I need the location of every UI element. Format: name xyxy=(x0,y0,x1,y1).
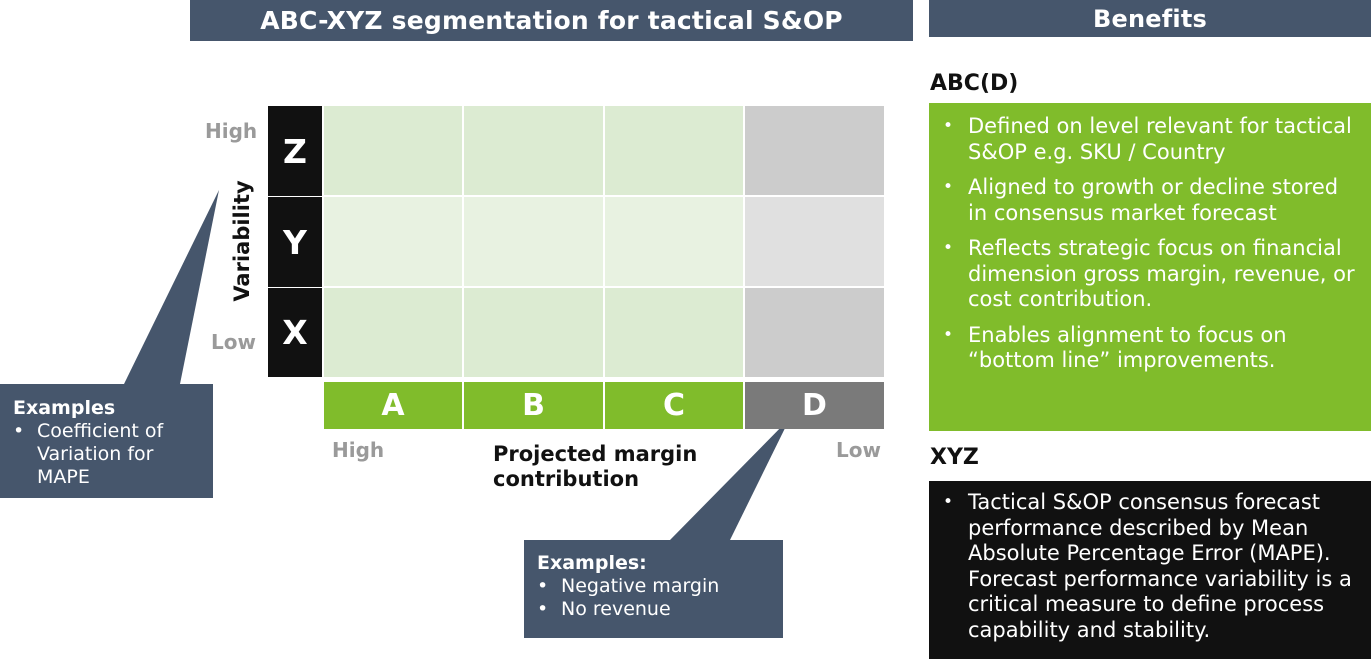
x-axis-title: Projected margin contribution xyxy=(493,442,698,491)
cell-z-d xyxy=(745,106,884,195)
callout-title: Examples: xyxy=(537,552,647,574)
y-axis-high-label: High xyxy=(205,119,258,143)
examples-callout-variability: Examples Coefficient of Variation for MA… xyxy=(0,384,213,498)
segmentation-title-banner: ABC-XYZ segmentation for tactical S&OP xyxy=(190,0,913,41)
cell-y-d xyxy=(745,197,884,286)
benefits-title: Benefits xyxy=(1093,4,1207,33)
xyz-section-label: XYZ xyxy=(930,445,979,470)
cell-x-c xyxy=(605,288,743,377)
xyz-benefit-item: Tactical S&OP consensus forecast perform… xyxy=(943,490,1359,643)
cell-z-b xyxy=(464,106,603,195)
examples-callout-low-margin: Examples: Negative margin No revenue xyxy=(524,540,783,638)
abc-section-label: ABC(D) xyxy=(930,71,1019,96)
abc-benefit-item: Aligned to growth or decline stored in c… xyxy=(943,175,1359,226)
y-axis-title: Variability xyxy=(230,180,254,302)
callout-bottom-pointer xyxy=(670,418,790,540)
column-header-d: D xyxy=(745,382,884,429)
cell-z-c xyxy=(605,106,743,195)
xyz-benefits-list: Tactical S&OP consensus forecast perform… xyxy=(943,490,1359,643)
column-header-b: B xyxy=(464,382,603,429)
row-header-z: Z xyxy=(268,106,322,196)
y-axis-low-label: Low xyxy=(211,330,256,354)
cell-y-b xyxy=(464,197,603,286)
row-header-y: Y xyxy=(268,197,322,287)
cell-x-b xyxy=(464,288,603,377)
cell-y-c xyxy=(605,197,743,286)
abc-benefits-list: Defined on level relevant for tactical S… xyxy=(943,114,1359,374)
callout-item: Negative margin xyxy=(537,575,773,598)
callout-item: No revenue xyxy=(537,598,773,621)
column-header-c: C xyxy=(605,382,743,429)
segmentation-title: ABC-XYZ segmentation for tactical S&OP xyxy=(260,6,843,35)
cell-x-d xyxy=(745,288,884,377)
benefits-title-banner: Benefits xyxy=(929,0,1371,37)
callout-item: Coefficient of Variation for MAPE xyxy=(13,420,203,489)
cell-z-a xyxy=(324,106,462,195)
cell-y-a xyxy=(324,197,462,286)
abc-benefits-box: Defined on level relevant for tactical S… xyxy=(929,103,1371,431)
callout-left-pointer xyxy=(124,190,219,384)
abc-benefit-item: Enables alignment to focus on “bottom li… xyxy=(943,323,1359,374)
column-header-a: A xyxy=(324,382,462,429)
row-header-x: X xyxy=(268,288,322,377)
callout-list: Coefficient of Variation for MAPE xyxy=(13,420,203,489)
x-axis-high-label: High xyxy=(332,438,385,462)
callout-list: Negative margin No revenue xyxy=(537,575,773,621)
xyz-benefits-box: Tactical S&OP consensus forecast perform… xyxy=(929,481,1371,659)
cell-x-a xyxy=(324,288,462,377)
callout-title: Examples xyxy=(13,397,116,419)
abc-benefit-item: Defined on level relevant for tactical S… xyxy=(943,114,1359,165)
x-axis-low-label: Low xyxy=(836,438,881,462)
abc-benefit-item: Reflects strategic focus on financial di… xyxy=(943,236,1359,313)
